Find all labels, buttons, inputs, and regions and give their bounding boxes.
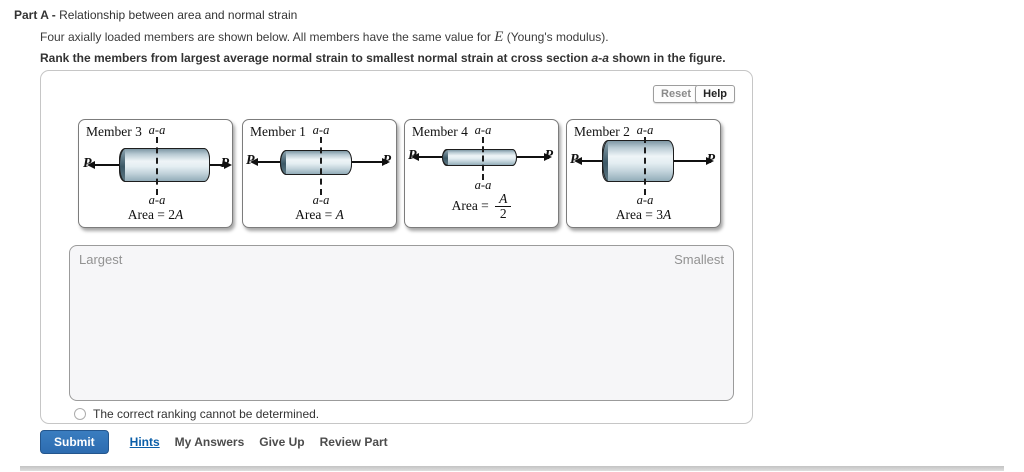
member-title: Member 2 [574,124,630,139]
right-load-arrow [674,157,714,165]
member-title: Member 4 [412,124,468,139]
section-line [644,137,646,195]
section-label-top: a-a [312,123,330,137]
load-label-right: P [220,156,229,171]
arrowhead-icon [706,157,714,165]
my-answers-link[interactable]: My Answers [174,435,245,449]
action-links: Hints My Answers Give Up Review Part [130,435,388,449]
member-card-1[interactable]: Member 1 a-a P P a-a Area = A [242,119,397,228]
section-label-top: a-a [148,123,166,137]
left-load-arrow [574,157,602,165]
section-label-bottom: a-a [312,193,330,207]
arrowhead-icon [411,153,419,161]
cylinder-body [608,140,674,182]
help-button[interactable]: Help [695,85,735,103]
member-cylinder [442,149,517,166]
part-heading: Part A - Relationship between area and n… [14,8,297,22]
action-row: Submit Hints My Answers Give Up Review P… [40,430,388,454]
right-load-arrow [517,153,552,161]
review-part-link[interactable]: Review Part [319,435,388,449]
arrowhead-icon [87,161,95,169]
section-line [320,137,322,195]
ranking-panel: Reset Help Member 3 a-a P P a-a Area = 2… [40,70,753,424]
part-title: Relationship between area and normal str… [59,8,298,22]
hints-link[interactable]: Hints [129,435,160,449]
undetermined-row: The correct ranking cannot be determined… [74,407,319,421]
member-card-3[interactable]: Member 3 a-a P P a-a Area = 2A [78,119,233,228]
arrowhead-icon [574,157,582,165]
left-load-arrow [87,161,119,169]
left-load-arrow [411,153,442,161]
load-label-right: P [382,153,391,168]
give-up-link[interactable]: Give Up [259,435,305,449]
ranking-undetermined-label: The correct ranking cannot be determined… [93,407,320,421]
load-label-right: P [544,148,553,163]
ranking-undetermined-checkbox[interactable] [74,408,86,420]
section-label-bottom: a-a [474,178,492,192]
reset-button[interactable]: Reset [653,85,699,103]
ranking-instruction: Rank the members from largest average no… [40,51,726,65]
arrowhead-icon [224,161,232,169]
submit-button[interactable]: Submit [40,430,109,454]
arrowhead-icon [382,158,390,166]
member-cylinder [602,140,674,182]
part-label: Part A - [14,8,56,22]
arrowhead-icon [544,153,552,161]
section-label-top: a-a [474,123,492,137]
area-label: Area = A [295,207,344,222]
load-label-right: P [706,152,715,167]
member-title: Member 1 [250,124,306,139]
section-divider [20,466,1004,471]
youngs-modulus-symbol: E [494,29,504,45]
section-line [156,137,158,195]
right-load-arrow [210,161,232,169]
member-card-2[interactable]: Member 2 a-a P P a-a Area = 3A [566,119,721,228]
left-load-arrow [250,158,280,166]
ranking-drop-zone[interactable]: Largest Smallest [69,245,734,401]
largest-label: Largest [79,252,123,267]
area-label: Area = 2A [127,207,184,222]
cylinder-body [125,148,210,182]
section-label-bottom: a-a [148,193,166,207]
area-label: Area = 3A [615,207,672,222]
member-cylinder [280,150,352,175]
smallest-label: Smallest [674,252,724,267]
section-name: a-a [591,51,609,65]
right-load-arrow [352,158,390,166]
cylinder-body [286,150,352,175]
section-label-bottom: a-a [636,193,654,207]
arrowhead-icon [250,158,258,166]
section-line [482,137,484,180]
section-label-top: a-a [636,123,654,137]
problem-intro: Four axially loaded members are shown be… [40,29,609,45]
member-title: Member 3 [86,124,142,139]
member-cylinder [119,148,210,182]
